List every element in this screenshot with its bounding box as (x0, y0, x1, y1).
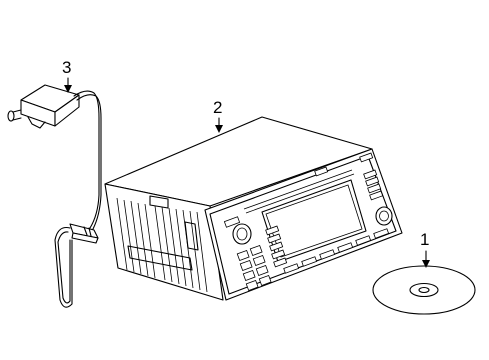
arrowhead-1 (422, 260, 430, 268)
callout-label-3: 3 (62, 58, 71, 77)
right-button-stack (363, 169, 384, 201)
callout-3: 3 (62, 58, 72, 93)
nav-disc (372, 265, 476, 315)
callout-1: 1 (420, 230, 430, 268)
keypad (236, 244, 272, 291)
callout-label-2: 2 (213, 98, 222, 117)
arrowhead-2 (215, 125, 223, 133)
tune-knob (375, 206, 393, 226)
antenna-cable (54, 223, 99, 308)
radio-head-unit (104, 116, 403, 301)
left-button-column (265, 225, 288, 268)
volume-knob (232, 223, 252, 245)
gps-antenna (7, 84, 102, 230)
bottom-button-row (283, 228, 390, 274)
arrowhead-3 (64, 85, 72, 93)
callout-label-1: 1 (420, 230, 429, 249)
callout-2: 2 (213, 98, 223, 133)
